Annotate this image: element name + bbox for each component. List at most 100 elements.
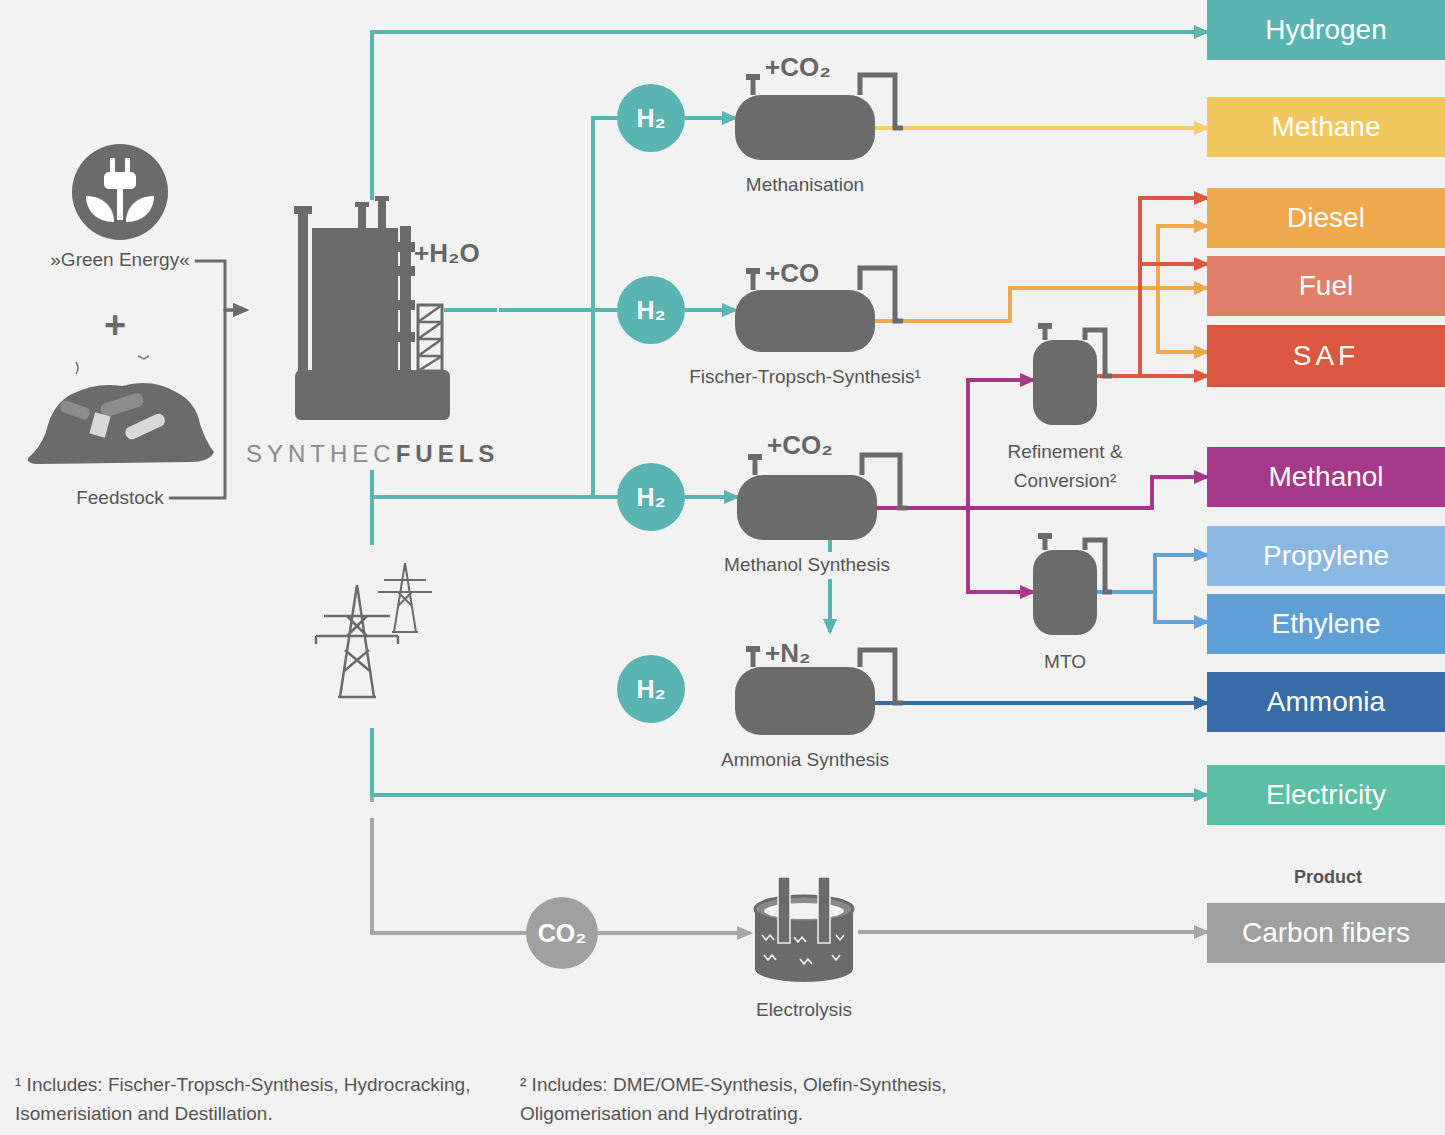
reactant-formula: +CO₂ [765,54,831,80]
cell-top [755,896,853,922]
process-name: Methanol Synthesis [720,552,894,579]
plug-prong [110,158,115,173]
medium-circle: H₂ [617,84,685,152]
product-name: Propylene [1263,540,1389,572]
product-box: Carbon fibers [1207,903,1445,963]
reactor-tank: +CO₂Methanisation [735,52,875,160]
plant-chimney [378,200,386,228]
flow-connector [875,126,1207,130]
reactor-tank: +N₂Ammonia Synthesis [735,632,875,735]
flow-connector [685,116,735,120]
flow-connector [1097,264,1207,376]
product-box: Electricity [1207,765,1445,825]
bird [76,356,149,374]
line-gap [362,802,382,818]
electrode [778,877,790,943]
caption-text: »Green Energy« [45,247,194,273]
product-name: Carbon fibers [1242,917,1410,949]
brand-part: SYNTHEC [246,440,396,467]
plant-lattice [418,305,442,371]
flow-connector [1097,374,1207,378]
product-box: Propylene [1207,526,1445,586]
flow-connector [858,930,1207,934]
pylon-frame [378,563,432,632]
cell-opening [764,903,844,919]
reactant-formula: +N₂ [765,640,811,666]
input-label: Feedstock [71,485,169,513]
leaf [86,196,114,222]
plus-sign: + [104,296,126,355]
process-name: Methanisation [742,172,868,199]
valve [1038,323,1052,329]
process-name: Electrolysis [752,997,856,1024]
plug-prong [125,158,130,173]
valve [746,268,760,274]
valve [746,646,760,652]
chemical-formula: CO₂ [538,919,587,948]
reactor-tank: +CO₂Methanol Synthesis [737,428,877,540]
flow-connector [372,32,1207,200]
input-formula: +H₂O [414,240,480,266]
valve [748,454,762,460]
hydrogen-outlet [444,308,497,312]
plant-base [295,370,450,420]
product-box: SAF [1207,325,1445,387]
flow-connector [598,931,750,935]
flow-connector [1097,555,1207,592]
plant-chimney [355,202,369,207]
reactor-tank: +COFischer-Tropsch-Synthesis¹ [735,258,875,352]
process-name: Fischer-Tropsch-Synthesis¹ [685,364,925,391]
caption-text: Feedstock [71,485,169,511]
medium-circle: CO₂ [526,897,598,969]
input-label: »Green Energy« [45,247,194,275]
tank-body [735,667,875,735]
electrolyte-wave [762,935,844,964]
carton [89,412,110,437]
footnote: ² Includes: DME/OME-Synthesis, Olefin-Sy… [520,1070,1000,1129]
flow-connector [1097,592,1207,622]
brand-wordmark: SYNTHECFUELS [246,442,499,466]
product-name: Methanol [1268,461,1383,493]
product-name: Methane [1272,111,1381,143]
process-name: Refinement & Conversion² [991,437,1139,496]
plant-lattice [418,305,442,371]
product-name: Diesel [1287,202,1365,234]
flow-connector [1097,198,1207,376]
column-flange [396,300,415,310]
process-name: MTO [991,647,1139,676]
green-energy-icon [72,144,168,240]
column-flange [396,266,415,276]
medium-circle: H₂ [617,276,685,344]
plant-chimney [358,206,366,228]
bottle [99,392,145,419]
chemical-formula: H₂ [636,483,665,512]
product-box: Ethylene [1207,594,1445,654]
product-name: Ammonia [1267,686,1385,718]
column-flange [396,242,415,252]
product-name: Electricity [1266,779,1386,811]
product-name: Fuel [1299,270,1353,302]
plant-chimney [375,196,389,201]
electrode [818,877,830,943]
plant-tower [312,228,398,373]
leaf [126,196,154,222]
product-box: Fuel [1207,256,1445,316]
bottle [59,399,91,421]
chemical-formula: H₂ [636,104,665,133]
power-pylon [378,563,432,632]
chemical-formula: H₂ [636,675,665,704]
power-pylon [316,585,398,697]
brand-part: FUELS [396,440,500,467]
plug-cable [117,188,123,220]
feedstock-pile [28,383,214,464]
tank-body [737,475,877,540]
flow-connector [499,118,617,310]
product-name: Ethylene [1272,608,1381,640]
flow-connector [195,261,246,310]
product-box: Methane [1207,97,1445,157]
flow-connector [685,308,735,312]
electrolysis-shape [750,875,858,985]
flow-connector [372,470,1207,795]
